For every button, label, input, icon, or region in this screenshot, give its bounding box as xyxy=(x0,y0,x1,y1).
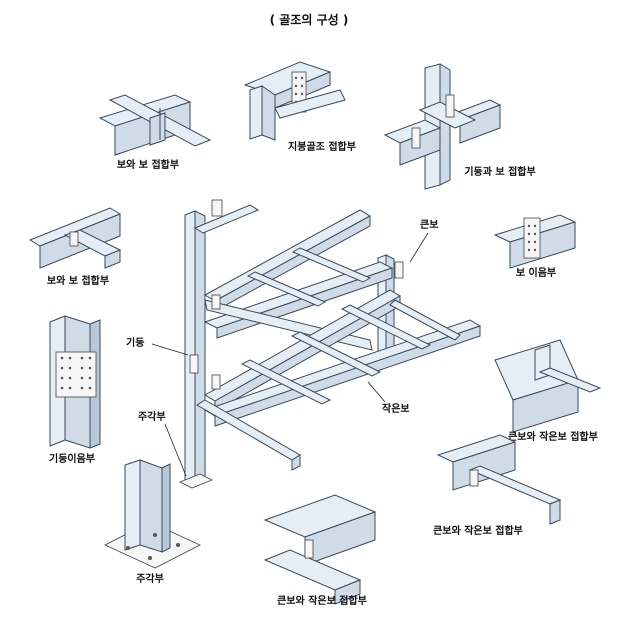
label-roof-frame-joint: 지붕골조 접합부 xyxy=(288,140,356,153)
label-beam-splice: 보 이음부 xyxy=(516,266,556,279)
label-column-base: 주각부 xyxy=(136,573,164,585)
big-small-beam-joint-1-illustration xyxy=(494,339,602,433)
column-base-illustration xyxy=(104,459,201,569)
label-big-small-beam-joint-3: 큰보와 작은보 접합부 xyxy=(277,594,367,607)
big-small-beam-joint-2-illustration xyxy=(436,434,562,525)
label-big-small-beam-joint-1: 큰보와 작은보 접합부 xyxy=(508,430,598,443)
beam-splice-illustration xyxy=(493,214,577,269)
label-big-beam: 큰보 xyxy=(420,219,438,231)
label-column: 기둥 xyxy=(126,336,144,349)
label-column-beam-joint: 기둥과 보 접합부 xyxy=(464,165,535,178)
roof-frame-joint-illustration xyxy=(243,61,346,141)
diagram-title: ( 골조의 구성 ) xyxy=(270,12,349,27)
label-small-beam: 작은보 xyxy=(382,402,410,415)
main-frame-illustration xyxy=(179,199,482,489)
label-beam-beam-joint-1: 보와 보 접합부 xyxy=(117,158,179,171)
column-beam-joint-illustration xyxy=(383,63,502,190)
label-column-splice: 기둥이음부 xyxy=(49,452,95,465)
column-splice-illustration xyxy=(49,315,101,449)
label-beam-beam-joint-2: 보와 보 접합부 xyxy=(47,274,109,287)
beam-beam-joint-2-illustration xyxy=(28,207,122,269)
big-small-beam-joint-3-illustration xyxy=(263,494,377,605)
label-column-base-main: 주각부 xyxy=(138,411,166,423)
label-big-small-beam-joint-2: 큰보와 작은보 접합부 xyxy=(433,524,523,537)
beam-beam-joint-1-illustration xyxy=(98,94,212,156)
